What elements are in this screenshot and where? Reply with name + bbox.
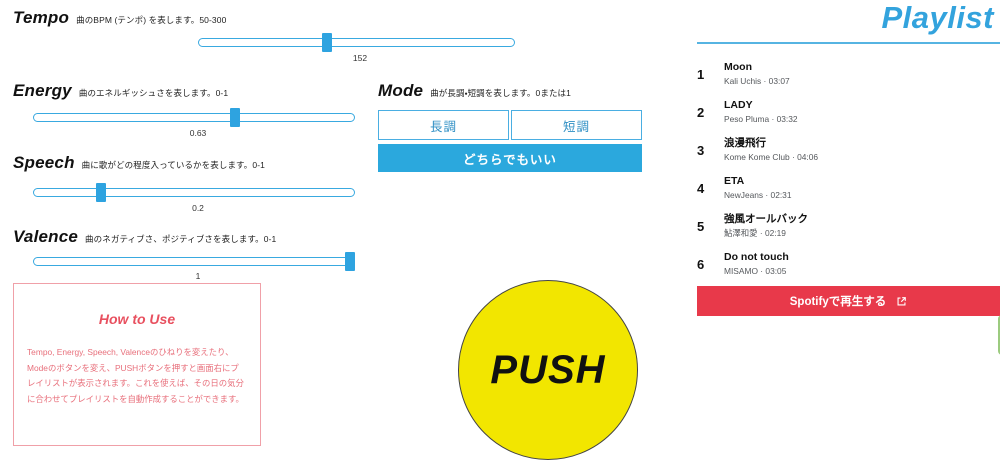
playlist-title: Playlist: [881, 0, 994, 35]
energy-value: 0.63: [189, 128, 207, 138]
track-number: 4: [697, 180, 705, 196]
track-subtitle: MISAMO · 03:05: [724, 265, 787, 276]
energy-section-header: Energy 曲のエネルギッシュさを表します。0-1: [13, 81, 228, 101]
tempo-value: 152: [352, 53, 368, 63]
energy-title: Energy: [13, 81, 72, 100]
mode-major-button[interactable]: 長調: [378, 110, 509, 140]
controls-panel: Tempo 曲のBPM (テンポ) を表します。50-300 152 Energ…: [13, 8, 642, 460]
list-item[interactable]: 6 Do not touch MISAMO · 03:05: [697, 245, 1000, 283]
energy-description: 曲のエネルギッシュさを表します。0-1: [78, 88, 229, 98]
track-subtitle: NewJeans · 02:31: [724, 189, 792, 200]
list-item[interactable]: 5 強風オールバック 鮎澤和愛 · 02:19: [697, 207, 1000, 245]
track-number: 5: [697, 218, 705, 234]
track-subtitle: Peso Pluma · 03:32: [724, 113, 798, 124]
list-item[interactable]: 2 LADY Peso Pluma · 03:32: [697, 93, 1000, 131]
track-subtitle: Kali Uchis · 03:07: [724, 75, 790, 86]
track-number: 1: [697, 66, 705, 82]
track-title: Do not touch: [724, 251, 789, 264]
track-subtitle: Kome Kome Club · 04:06: [724, 151, 819, 162]
track-number: 3: [697, 142, 705, 158]
mode-minor-button[interactable]: 短調: [511, 110, 642, 140]
how-to-use-panel: How to Use Tempo, Energy, Speech, Valenc…: [13, 283, 261, 446]
valence-value: 1: [195, 271, 201, 281]
valence-title: Valence: [13, 227, 79, 246]
mode-title: Mode: [378, 81, 424, 100]
external-link-icon: [896, 296, 907, 307]
energy-slider-thumb[interactable]: [230, 108, 240, 127]
valence-description: 曲のネガティブさ、ポジティブさを表します。0-1: [85, 234, 277, 244]
list-item[interactable]: 4 ETA NewJeans · 02:31: [697, 169, 1000, 207]
how-to-use-title: How to Use: [98, 311, 176, 327]
tempo-description: 曲のBPM (テンポ) を表します。50-300: [76, 15, 227, 25]
valence-section-header: Valence 曲のネガティブさ、ポジティブさを表します。0-1: [13, 227, 276, 247]
side-widget-tab[interactable]: [998, 315, 1000, 355]
spotify-play-button[interactable]: Spotifyで再生する: [697, 286, 1000, 316]
mode-either-button[interactable]: どちらでもいい: [378, 144, 642, 172]
energy-slider-track[interactable]: [33, 113, 355, 122]
tempo-slider-track[interactable]: [198, 38, 515, 47]
track-title: Moon: [724, 61, 752, 74]
valence-slider-track[interactable]: [33, 257, 355, 266]
valence-slider-thumb[interactable]: [345, 252, 355, 271]
speech-section-header: Speech 曲に歌がどの程度入っているかを表します。0-1: [13, 153, 265, 173]
spotify-play-button-label: Spotifyで再生する: [789, 296, 887, 308]
track-subtitle: 鮎澤和愛 · 02:19: [724, 227, 786, 238]
push-button[interactable]: PUSH: [458, 280, 638, 460]
tempo-slider-thumb[interactable]: [322, 33, 332, 52]
speech-slider-thumb[interactable]: [96, 183, 106, 202]
tempo-title: Tempo: [13, 8, 70, 27]
list-item[interactable]: 3 浪漫飛行 Kome Kome Club · 04:06: [697, 131, 1000, 169]
track-title: 浪漫飛行: [724, 137, 766, 150]
playlist-panel: Playlist 1 Moon Kali Uchis · 03:07 2 LAD…: [680, 0, 1000, 459]
push-button-label: PUSH: [490, 347, 606, 392]
track-number: 6: [697, 256, 705, 272]
mode-section-header: Mode 曲が長調・短調を表します。0または1: [378, 81, 571, 101]
mode-description: 曲が長調・短調を表します。0または1: [430, 88, 571, 98]
list-item[interactable]: 1 Moon Kali Uchis · 03:07: [697, 55, 1000, 93]
track-number: 2: [697, 104, 705, 120]
track-title: ETA: [724, 175, 745, 188]
speech-title: Speech: [13, 153, 75, 172]
track-title: LADY: [724, 99, 753, 112]
speech-slider-track[interactable]: [33, 188, 355, 197]
playlist-divider: [697, 42, 1000, 44]
speech-description: 曲に歌がどの程度入っているかを表します。0-1: [81, 160, 265, 170]
how-to-use-body: Tempo, Energy, Speech, Valenceのひねりを変えたり、…: [27, 347, 244, 404]
tempo-section-header: Tempo 曲のBPM (テンポ) を表します。50-300: [13, 8, 226, 28]
track-title: 強風オールバック: [724, 213, 808, 226]
speech-value: 0.2: [192, 203, 204, 213]
playlist-track-list: 1 Moon Kali Uchis · 03:07 2 LADY Peso Pl…: [697, 55, 1000, 283]
